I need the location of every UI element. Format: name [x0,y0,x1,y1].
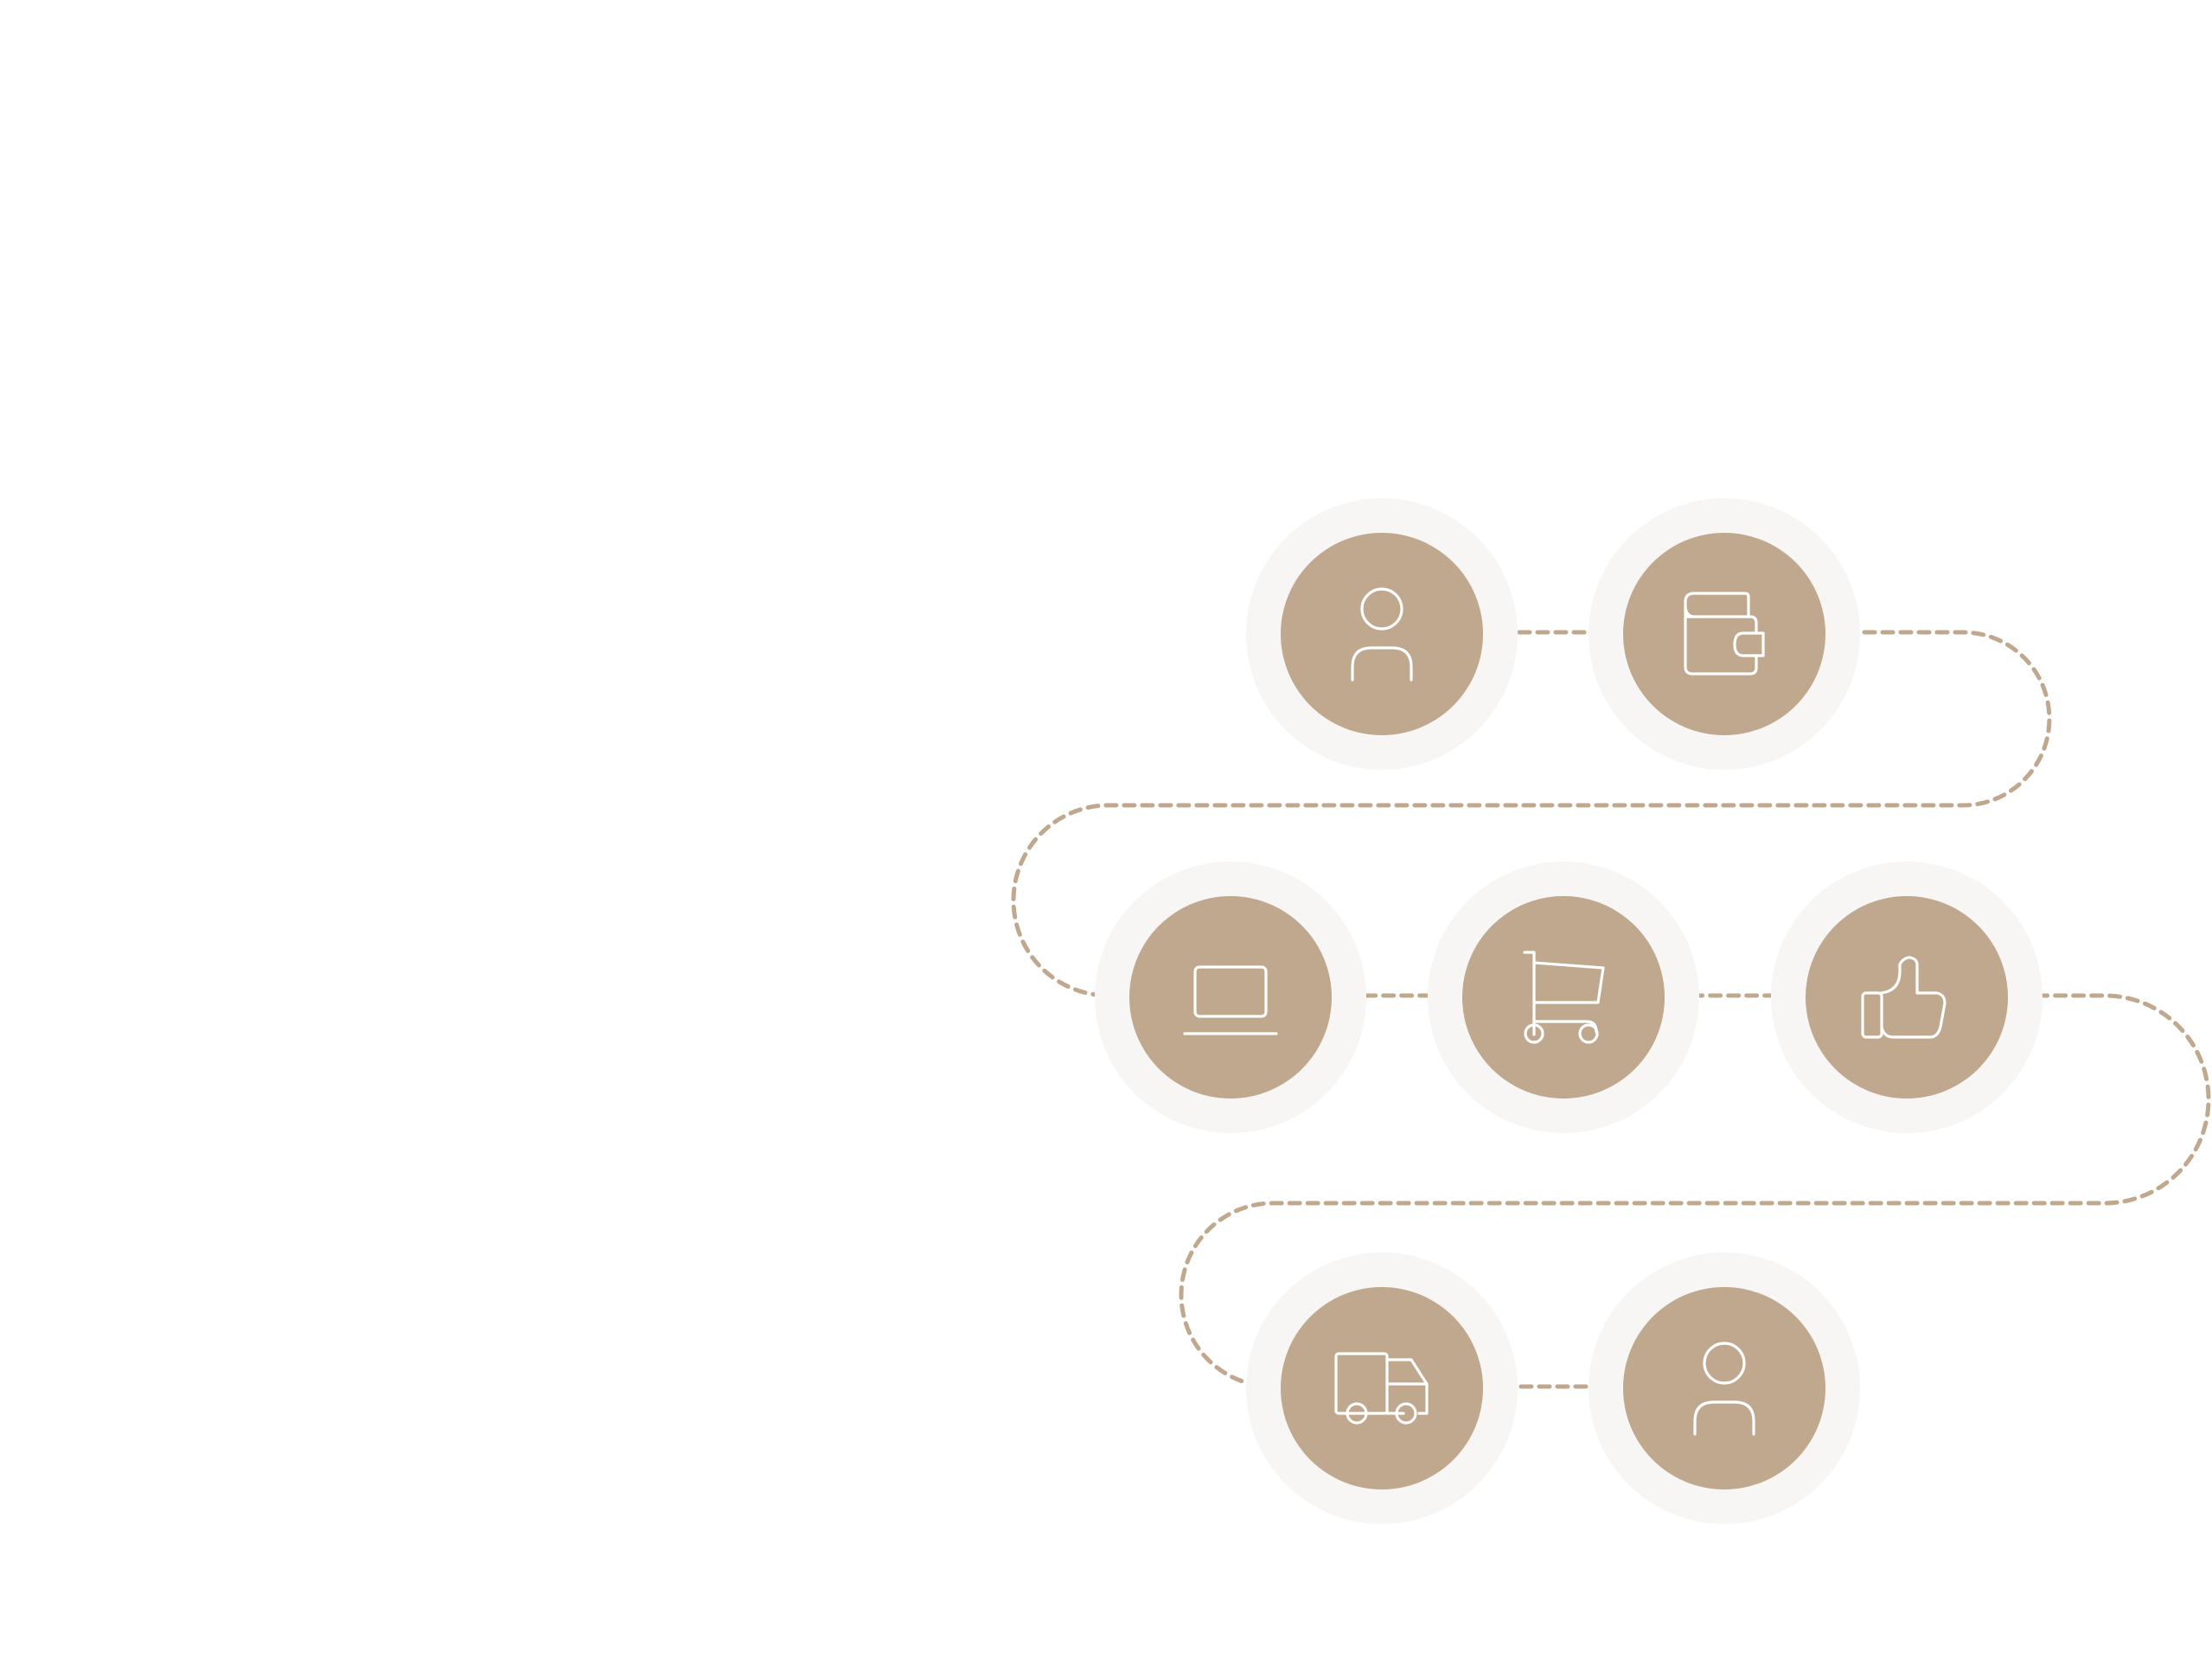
person-icon [1693,1342,1755,1436]
node-circle [1129,896,1332,1099]
node-circle [1462,896,1665,1099]
node-circle [1281,1287,1483,1489]
step-node-wallet [1589,498,1860,770]
node-circle [1623,1287,1825,1489]
step-node-cart [1428,862,1699,1133]
laptop-icon [1183,965,1278,1035]
connector-layer [1011,630,2211,1389]
step-node-approve [1771,862,2043,1133]
node-circle [1623,533,1825,735]
dashed-connector-line [1011,630,2211,1389]
wallet-icon [1684,592,1765,676]
node-circle [1806,896,2008,1099]
step-node-laptop [1095,862,1366,1133]
step-node-delivery [1246,1252,1518,1524]
person-icon [1351,587,1413,682]
node-circle [1281,533,1483,735]
step-node-customer-start [1246,498,1518,770]
shopping-cart-icon [1523,951,1605,1044]
delivery-truck-icon [1334,1352,1429,1425]
step-node-customer-end [1589,1252,1860,1524]
node-layer [1095,498,2043,1524]
thumbs-up-icon [1861,956,1947,1039]
